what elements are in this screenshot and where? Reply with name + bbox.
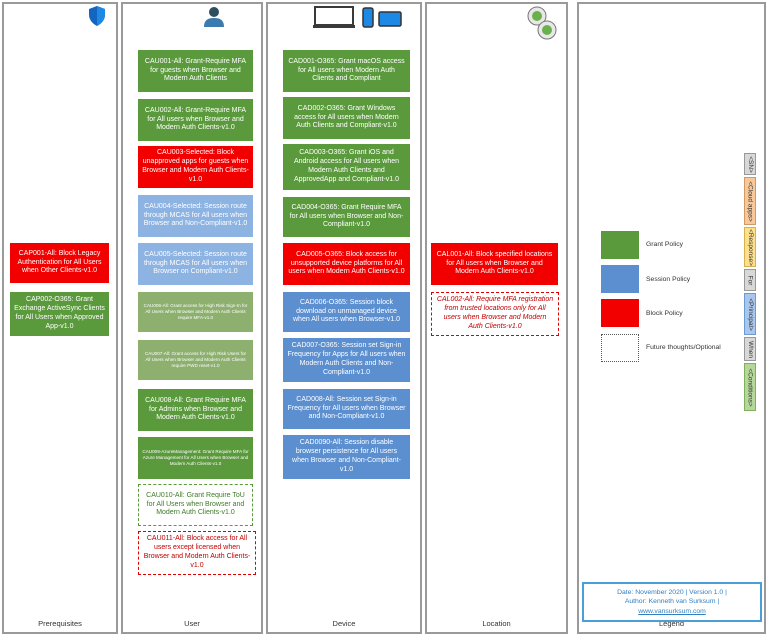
- policy-card-cau004: CAU004-Selected: Session route through M…: [138, 195, 253, 237]
- naming-principal: <Principal>: [744, 293, 756, 335]
- policy-card-cad004: CAD004-O365: Grant Require MFA for All u…: [283, 197, 410, 237]
- author-info-box: Date: November 2020 | Version 1.0 | Auth…: [582, 582, 762, 622]
- naming-conditions: <Conditions>: [744, 363, 756, 411]
- legend-label: Legend: [658, 619, 685, 628]
- naming-for: For: [744, 269, 756, 291]
- legend-swatch-grant: [601, 231, 639, 259]
- legend-swatch-future: [601, 334, 639, 362]
- policy-card-cad007: CAD007-O365: Session set Sign-in Frequen…: [283, 338, 410, 382]
- device-label: Device: [332, 619, 356, 628]
- policy-card-cau001: CAU001-All: Grant-Require MFA for guests…: [138, 50, 253, 92]
- policy-card-cau008: CAU008-All: Grant Require MFA for Admins…: [138, 389, 253, 431]
- user-label: User: [184, 619, 200, 628]
- naming-sn: <SN>: [744, 153, 756, 175]
- policy-card-cau010: CAU010-All: Grant Require ToU for All Us…: [138, 484, 253, 526]
- policy-card-cad003: CAD003-O365: Grant iOS and Android acces…: [283, 144, 410, 190]
- policy-card-cad005: CAD005-O365: Block access for unsupporte…: [283, 243, 410, 285]
- footer-author: Author: Kenneth van Surksum |: [624, 598, 720, 606]
- policy-card-cad002: CAD002-O365: Grant Windows access for Al…: [283, 97, 410, 139]
- legend-label-grant: Grant Policy: [646, 241, 684, 248]
- prerequisites-label: Prerequisites: [38, 619, 82, 628]
- location-label: Location: [482, 619, 511, 628]
- policy-card-cap001: CAP001-All: Block Legacy Authentication …: [10, 243, 109, 283]
- policy-card-cau011: CAU011-All: Block access for All users e…: [138, 531, 256, 575]
- policy-card-cau009: CAU009-AzureManagement: Grant Require MF…: [138, 437, 253, 479]
- naming-response: <Response>: [744, 227, 756, 267]
- policy-card-cau007: CAU007-All: Grant access for High Risk U…: [138, 340, 253, 380]
- legend-label-future: Future thoughts/Optional: [646, 344, 721, 351]
- legend-label-session: Session Policy: [646, 276, 691, 283]
- policy-card-cau006: CAU006-All: Grant access for High Risk S…: [138, 292, 253, 332]
- shield-icon: [89, 6, 105, 26]
- policy-card-cal002: CAL002-All: Require MFA registration fro…: [431, 292, 559, 336]
- policy-card-cad006: CAD006-O365: Session block download on u…: [283, 292, 410, 332]
- legend-swatch-session: [601, 265, 639, 293]
- globe-pin-icon: [527, 6, 557, 40]
- policy-card-cad008: CAD008-All: Session set Sign-in Frequenc…: [283, 389, 410, 429]
- naming-when: When: [744, 337, 756, 361]
- policy-card-cad009: CAD0090-All: Session disable browser per…: [283, 435, 410, 479]
- policy-card-cal001: CAL001-All: Block specified locations fo…: [431, 243, 558, 285]
- legend-column: Legend: [577, 2, 766, 634]
- devices-icon: [313, 6, 402, 28]
- policy-card-cau002: CAU002-All: Grant-Require MFA for All us…: [138, 99, 253, 141]
- naming-cloud-apps: <Cloud apps>: [744, 177, 756, 225]
- footer-date-version: Date: November 2020 | Version 1.0 |: [617, 589, 727, 597]
- footer-website-link[interactable]: www.vansurksum.com: [638, 607, 706, 615]
- policy-card-cad001: CAD001-O365: Grant macOS access for All …: [283, 50, 410, 92]
- policy-card-cap002: CAP002-O365: Grant Exchange ActiveSync C…: [10, 292, 109, 336]
- legend-swatch-block: [601, 299, 639, 327]
- legend-label-block: Block Policy: [646, 310, 683, 317]
- user-icon: [204, 7, 224, 27]
- policy-card-cau003: CAU003-Selected: Block unapproved apps f…: [138, 146, 253, 188]
- policy-card-cau005: CAU005-Selected: Session route through M…: [138, 243, 253, 285]
